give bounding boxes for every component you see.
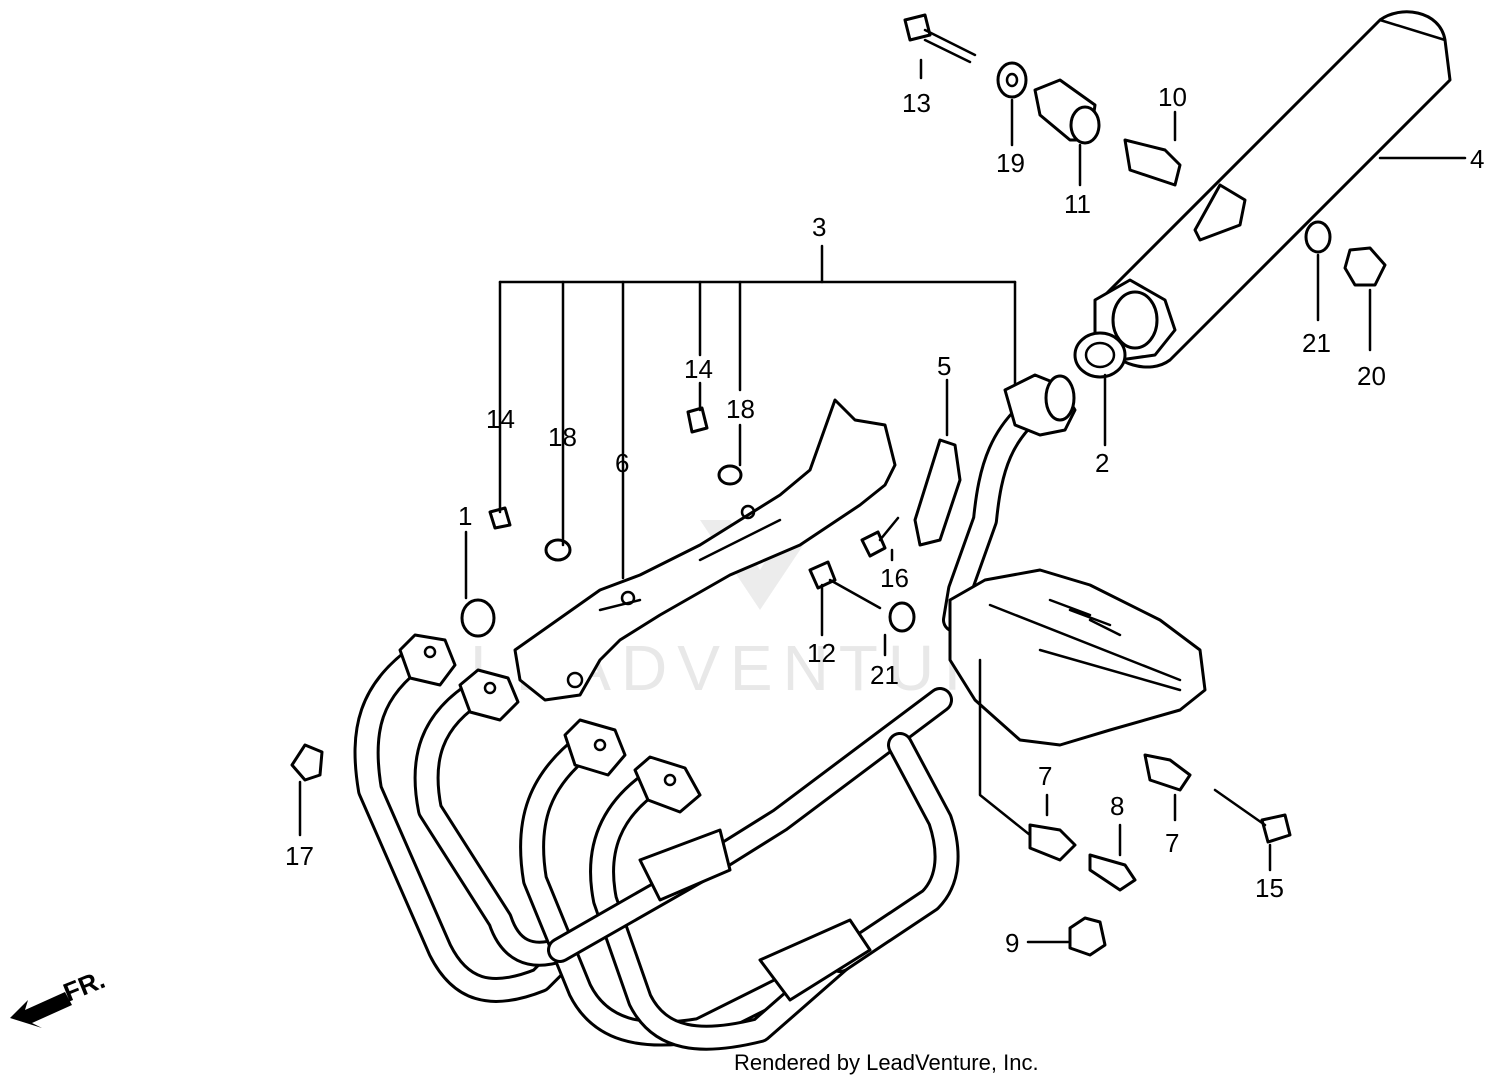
- callout-13: 13: [902, 88, 931, 118]
- callout-7-left: 7: [1038, 761, 1052, 791]
- callout-11: 11: [1064, 189, 1091, 219]
- callout-5: 5: [937, 351, 951, 381]
- footer-credit: Rendered by LeadVenture, Inc.: [734, 1050, 1039, 1075]
- exhaust-bracket: [913, 438, 962, 547]
- callout-1: 1: [458, 501, 472, 531]
- callout-20: 20: [1357, 361, 1386, 391]
- callout-18-left: 18: [548, 422, 577, 452]
- exhaust-header-pipes: [353, 642, 960, 1051]
- callout-14-right: 14: [684, 354, 713, 384]
- header-flanges: [398, 633, 702, 814]
- callout-18-right: 18: [726, 394, 755, 424]
- leader-lines: [298, 58, 1467, 944]
- front-direction-arrow: FR.: [10, 964, 109, 1028]
- callout-9: 9: [1005, 928, 1019, 958]
- hardware: [290, 13, 1387, 957]
- callout-numbers: 3 4 2 5 6 1 14 14 18 18 13 19 11 10 21 2…: [285, 82, 1484, 958]
- rear-pipe: [942, 373, 1077, 633]
- callout-15: 15: [1255, 873, 1284, 903]
- callout-21-right: 21: [1302, 328, 1331, 358]
- chamber-box: [948, 568, 1207, 747]
- callout-3: 3: [812, 212, 826, 242]
- callout-4: 4: [1470, 144, 1484, 174]
- callout-19: 19: [996, 148, 1025, 178]
- callout-10: 10: [1158, 82, 1187, 112]
- callout-7-right: 7: [1165, 828, 1179, 858]
- callout-14-left: 14: [486, 404, 515, 434]
- muffler: [1093, 10, 1452, 369]
- arrow-icon: [10, 992, 72, 1028]
- callout-6: 6: [615, 448, 629, 478]
- callout-17: 17: [285, 841, 314, 871]
- callout-8: 8: [1110, 791, 1124, 821]
- muffler-gasket: [1073, 331, 1127, 379]
- callout-21-mid: 21: [870, 660, 899, 690]
- callout-12: 12: [807, 638, 836, 668]
- heat-shield: [513, 398, 897, 702]
- callout-16: 16: [880, 563, 909, 593]
- callout-2: 2: [1095, 448, 1109, 478]
